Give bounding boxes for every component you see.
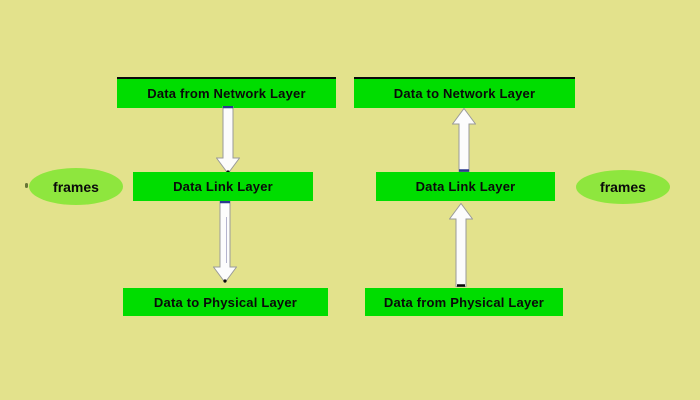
box-data-from-physical-layer: Data from Physical Layer	[365, 288, 563, 316]
box-data-from-network-layer: Data from Network Layer	[117, 77, 336, 108]
down-arrow-icon	[216, 106, 240, 174]
box-data-link-layer-right: Data Link Layer	[376, 172, 555, 201]
up-arrow-icon	[452, 108, 476, 172]
frames-label-right: frames	[576, 170, 670, 204]
up-arrow-icon	[449, 203, 473, 287]
box-data-link-layer-left: Data Link Layer	[133, 172, 313, 201]
box-data-to-physical-layer: Data to Physical Layer	[123, 288, 328, 316]
stray-mark	[25, 183, 28, 188]
box-data-to-network-layer: Data to Network Layer	[354, 77, 575, 108]
frames-label-left: frames	[29, 168, 123, 205]
down-arrow-icon	[213, 201, 237, 283]
